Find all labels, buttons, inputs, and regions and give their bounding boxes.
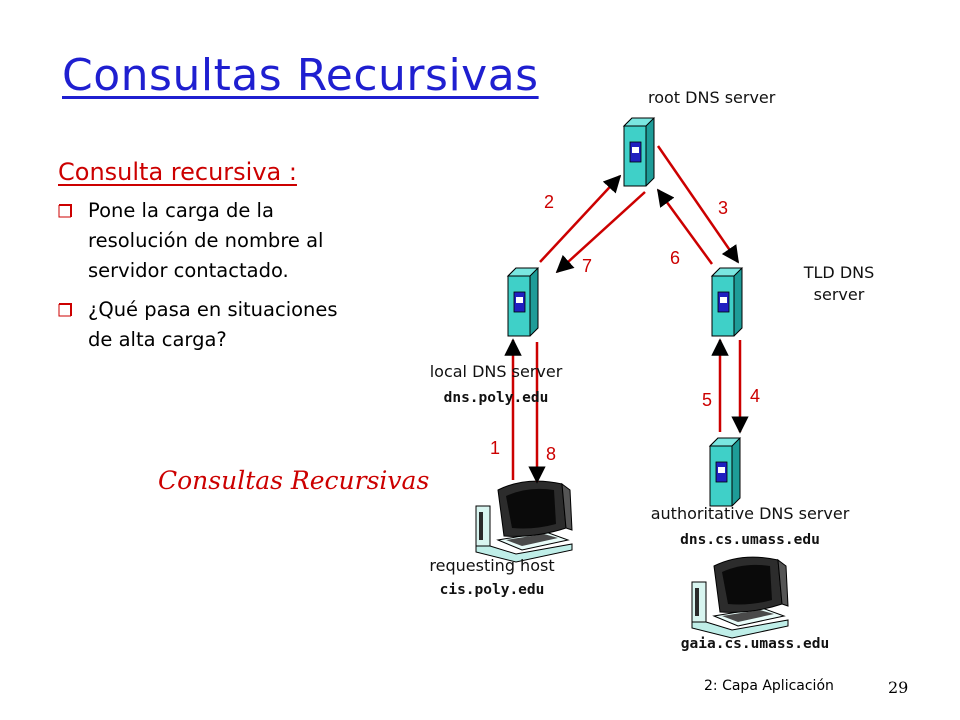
diagram-caption: Consultas Recursivas	[158, 466, 430, 495]
arrow-step-3	[656, 145, 740, 264]
step-number: 6	[670, 248, 681, 268]
arrow-step-6	[656, 188, 714, 265]
requesting-host-name: cis.poly.edu	[439, 582, 545, 598]
step-number: 1	[490, 438, 501, 458]
requesting-host-computer-icon	[475, 480, 573, 563]
step-number: 2	[544, 192, 555, 212]
step-number: 4	[750, 386, 761, 406]
bullet-text: Pone la carga de la resolución de nombre…	[88, 199, 324, 282]
tld-server-icon	[711, 267, 743, 337]
gaia-host-name: gaia.cs.umass.edu	[680, 636, 830, 652]
gaia-host-computer-icon	[691, 556, 789, 639]
step-number: 5	[702, 390, 713, 410]
local-server-label: local DNS server	[429, 362, 563, 381]
tld-server-label-line1: TLD DNS	[803, 263, 875, 282]
authoritative-server-label: authoritative DNS server	[650, 504, 850, 523]
local-server-host: dns.poly.edu	[443, 390, 549, 406]
tld-server-label: TLD DNS server	[784, 262, 894, 306]
step-number: 7	[582, 256, 593, 276]
root-server-icon	[623, 117, 655, 187]
bullet-item: ¿Qué pasa en situaciones de alta carga?	[56, 295, 356, 355]
slide-title: Consultas Recursivas	[62, 50, 539, 101]
bullet-checkbox-icon	[58, 303, 72, 317]
arrow-step-7	[555, 191, 646, 274]
authoritative-server-host: dns.cs.umass.edu	[680, 532, 820, 548]
bullet-list: Pone la carga de la resolución de nombre…	[56, 196, 356, 364]
requesting-host-label: requesting host	[429, 556, 555, 575]
step-number: 3	[718, 198, 729, 218]
local-server-icon	[507, 267, 539, 337]
root-server-label: root DNS server	[648, 88, 776, 107]
bullet-item: Pone la carga de la resolución de nombre…	[56, 196, 356, 286]
step-number: 8	[546, 444, 557, 464]
authoritative-server-icon	[709, 437, 741, 507]
footer-chapter: 2: Capa Aplicación	[704, 678, 834, 694]
page-number: 29	[888, 678, 909, 697]
tld-server-label-line2: server	[813, 285, 865, 304]
arrow-step-2	[539, 174, 622, 263]
bullet-text: ¿Qué pasa en situaciones de alta carga?	[88, 298, 338, 351]
subtitle: Consulta recursiva :	[58, 158, 297, 186]
bullet-checkbox-icon	[58, 204, 72, 218]
